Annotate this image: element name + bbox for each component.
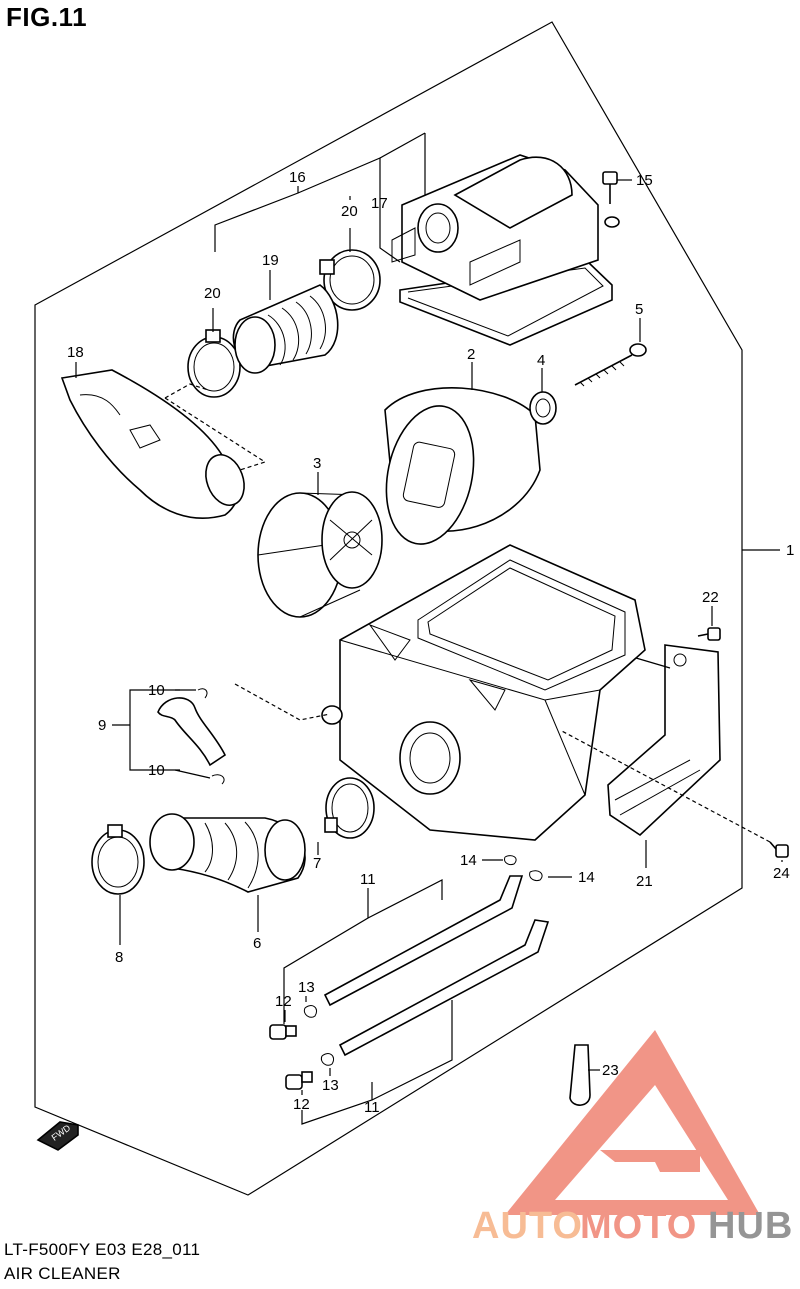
callout-5: 5 xyxy=(635,301,643,318)
watermark-text-hub: HUB xyxy=(708,1205,793,1247)
callout-22: 22 xyxy=(702,589,719,606)
callout-4: 4 xyxy=(537,352,545,369)
breather-hose xyxy=(157,697,227,767)
intake-duct xyxy=(60,369,245,519)
hose-clip-10-lower xyxy=(211,774,225,785)
callout-10-upper: 10 xyxy=(148,682,165,699)
callout-24: 24 xyxy=(773,865,790,882)
callout-21: 21 xyxy=(636,873,653,890)
automotohub-watermark-logo: AUTO MOTO HUB xyxy=(472,1030,793,1247)
clip-13-upper xyxy=(303,1005,318,1018)
strap-23 xyxy=(569,1044,591,1106)
callout-labels: 1 2 3 4 5 6 7 8 9 10 10 11 11 12 12 13 1… xyxy=(67,169,794,1116)
bolt-22 xyxy=(697,627,721,641)
air-box-body xyxy=(321,544,646,841)
outlet-boot xyxy=(149,813,306,893)
callout-14-right: 14 xyxy=(578,869,595,886)
drain-plug-12-upper xyxy=(269,1024,297,1040)
callout-20-left: 20 xyxy=(204,285,221,302)
cover-screw xyxy=(602,171,620,228)
callout-19: 19 xyxy=(262,252,279,269)
callout-10-lower: 10 xyxy=(148,762,165,779)
callout-2: 2 xyxy=(467,346,475,363)
long-screw xyxy=(574,343,647,387)
hose-clamp-upper-right xyxy=(319,249,381,311)
callout-6: 6 xyxy=(253,935,261,952)
callout-13-upper: 13 xyxy=(298,979,315,996)
callout-16: 16 xyxy=(289,169,306,186)
hose-clamp-7 xyxy=(324,777,375,839)
fwd-arrow-marker: FWD xyxy=(36,1121,79,1151)
drain-tube-lower xyxy=(338,919,550,1057)
callout-20-right: 20 xyxy=(341,203,358,220)
callout-9: 9 xyxy=(98,717,106,734)
callout-1: 1 xyxy=(786,542,794,559)
clip-14-upper xyxy=(504,855,517,865)
callout-14-left: 14 xyxy=(460,852,477,869)
clip-13-lower xyxy=(320,1053,335,1066)
callout-12-lower: 12 xyxy=(293,1096,310,1113)
assembly-name: AIR CLEANER xyxy=(4,1264,121,1283)
assembly-boundary-outline xyxy=(34,21,743,1196)
mounting-bracket xyxy=(607,644,721,837)
drain-plug-12-lower xyxy=(285,1071,313,1090)
model-code: LT-F500FY E03 E28_011 xyxy=(4,1240,201,1259)
air-filter-element xyxy=(384,387,541,545)
callout-7: 7 xyxy=(313,855,321,872)
filter-cage xyxy=(257,491,383,618)
callout-3: 3 xyxy=(313,455,321,472)
hose-clamp-upper-left xyxy=(187,329,241,398)
grommet xyxy=(529,391,557,425)
callout-8: 8 xyxy=(115,949,123,966)
callout-23: 23 xyxy=(602,1062,619,1079)
watermark-text-auto: AUTO xyxy=(472,1205,583,1247)
callout-11-lower: 11 xyxy=(364,1099,380,1116)
callout-17: 17 xyxy=(371,195,388,212)
callout-15: 15 xyxy=(636,172,653,189)
clip-14-lower xyxy=(529,870,543,881)
callout-18: 18 xyxy=(67,344,84,361)
watermark-g-shape xyxy=(600,1150,700,1172)
bolt-24 xyxy=(769,841,789,858)
hose-clip-10-upper xyxy=(197,688,208,699)
watermark-text-moto: MOTO xyxy=(580,1205,697,1247)
leader-lines xyxy=(75,132,783,1125)
figure-title: FIG.11 xyxy=(6,2,88,32)
watermark-triangle-icon xyxy=(505,1030,760,1215)
callout-12-upper: 12 xyxy=(275,993,292,1010)
hose-clamp-8 xyxy=(91,824,145,895)
callout-13-lower: 13 xyxy=(322,1077,339,1094)
air-box-cover xyxy=(391,154,613,346)
callout-11-upper: 11 xyxy=(360,871,376,888)
drain-tube-upper xyxy=(323,875,524,1007)
corrugated-connector-tube xyxy=(232,284,339,374)
